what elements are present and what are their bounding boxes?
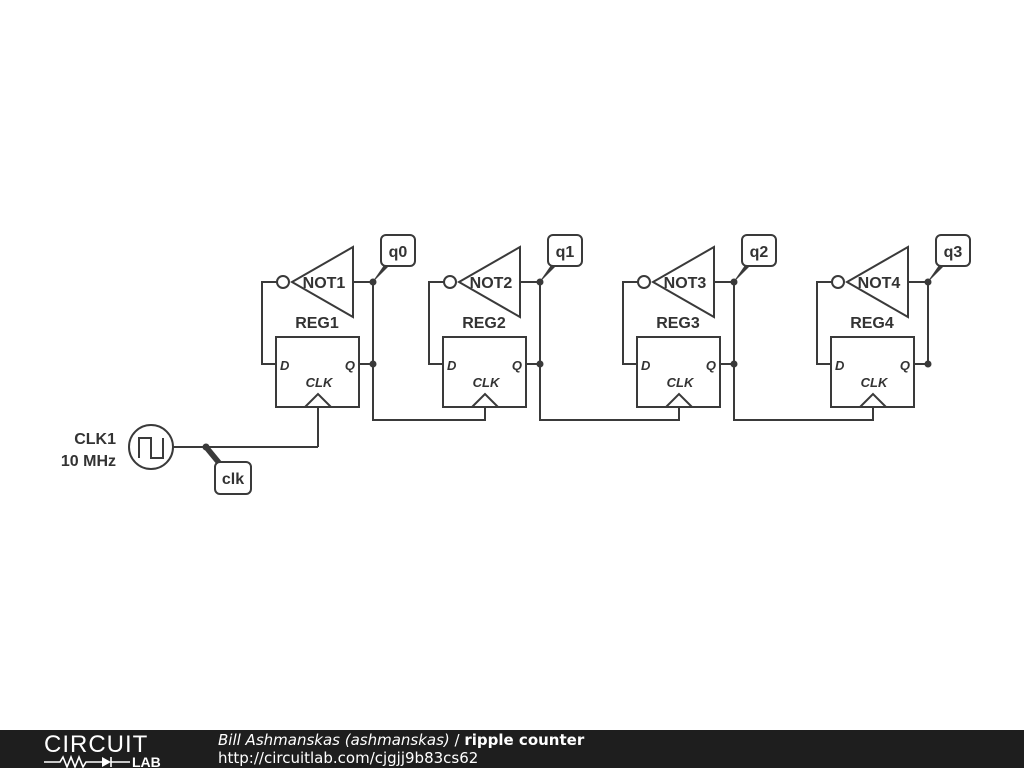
inverter-label: NOT4 [858, 275, 901, 292]
circuit-url[interactable]: http://circuitlab.com/cjgjj9b83cs62 [218, 749, 479, 767]
inverter-label: NOT2 [470, 275, 513, 292]
clock-source-value: 10 MHz [61, 453, 116, 470]
q-pin-label: Q [512, 358, 522, 373]
resistor-icon [44, 754, 102, 768]
inverter-bubble [276, 275, 290, 289]
output-net-tag[interactable] [547, 234, 583, 267]
output-net-tag[interactable] [935, 234, 971, 267]
register-3[interactable] [636, 336, 721, 408]
register-label: REG3 [656, 315, 700, 332]
clk-input-icon [665, 392, 693, 408]
d-pin-label: D [835, 358, 845, 373]
inverter-bubble [443, 275, 457, 289]
d-input-wire [816, 281, 832, 365]
clk-pin-label: CLK [861, 375, 889, 390]
output-net-tag[interactable] [741, 234, 777, 267]
output-net-tag[interactable] [380, 234, 416, 267]
q-feedback-wire [908, 281, 929, 365]
q-pin-label: Q [900, 358, 910, 373]
circuit-byline: Bill Ashmanskas (ashmanskas) / ripple co… [218, 731, 584, 749]
output-net-label: q3 [944, 244, 963, 261]
q-junction [924, 360, 932, 368]
footer-bar [0, 730, 1024, 768]
clk-input-icon [471, 392, 499, 408]
clk-pin-label: CLK [306, 375, 334, 390]
square-wave-icon [138, 437, 164, 459]
q-feedback-wire [353, 281, 374, 365]
clk-input-icon [859, 392, 887, 408]
clk-pin-label: CLK [667, 375, 695, 390]
q-pin-label: Q [345, 358, 355, 373]
d-pin-label: D [641, 358, 651, 373]
register-label: REG2 [462, 315, 506, 332]
clock-source[interactable]: clk CLK1 10 MHz [61, 407, 319, 495]
q-feedback-wire [520, 281, 541, 365]
clk-input-icon [304, 392, 332, 408]
clk-net-pointer [204, 445, 222, 466]
circuit-title[interactable]: ripple counter [464, 731, 585, 749]
d-input-wire [622, 281, 638, 365]
d-pin-label: D [280, 358, 290, 373]
clk-net-label: clk [222, 471, 244, 488]
register-label: REG1 [295, 315, 339, 332]
inverter-bubble [831, 275, 845, 289]
circuit-meta: Bill Ashmanskas (ashmanskas) / ripple co… [218, 731, 584, 767]
inverter-label: NOT3 [664, 275, 707, 292]
d-input-wire [261, 281, 277, 365]
clk-net-tag[interactable] [214, 461, 252, 495]
circuitlab-logo[interactable]: CIRCUIT LAB [42, 732, 182, 768]
output-net-label: q1 [556, 244, 575, 261]
byline-separator: / [449, 731, 465, 749]
diode-icon [102, 757, 111, 767]
logo-circuit-text: CIRCUIT [44, 732, 148, 758]
d-pin-label: D [447, 358, 457, 373]
register-label: REG4 [850, 315, 894, 332]
output-net-label: q2 [750, 244, 769, 261]
q-pin-label: Q [706, 358, 716, 373]
d-input-wire [428, 281, 444, 365]
author-link[interactable]: Bill Ashmanskas (ashmanskas) [218, 731, 450, 749]
inverter-bubble [637, 275, 651, 289]
clk-pin-label: CLK [473, 375, 501, 390]
clock-source-name: CLK1 [74, 431, 116, 448]
q-feedback-wire [714, 281, 735, 365]
output-net-label: q0 [389, 244, 408, 261]
logo-lab-text: LAB [132, 754, 161, 768]
inverter-label: NOT1 [303, 275, 346, 292]
